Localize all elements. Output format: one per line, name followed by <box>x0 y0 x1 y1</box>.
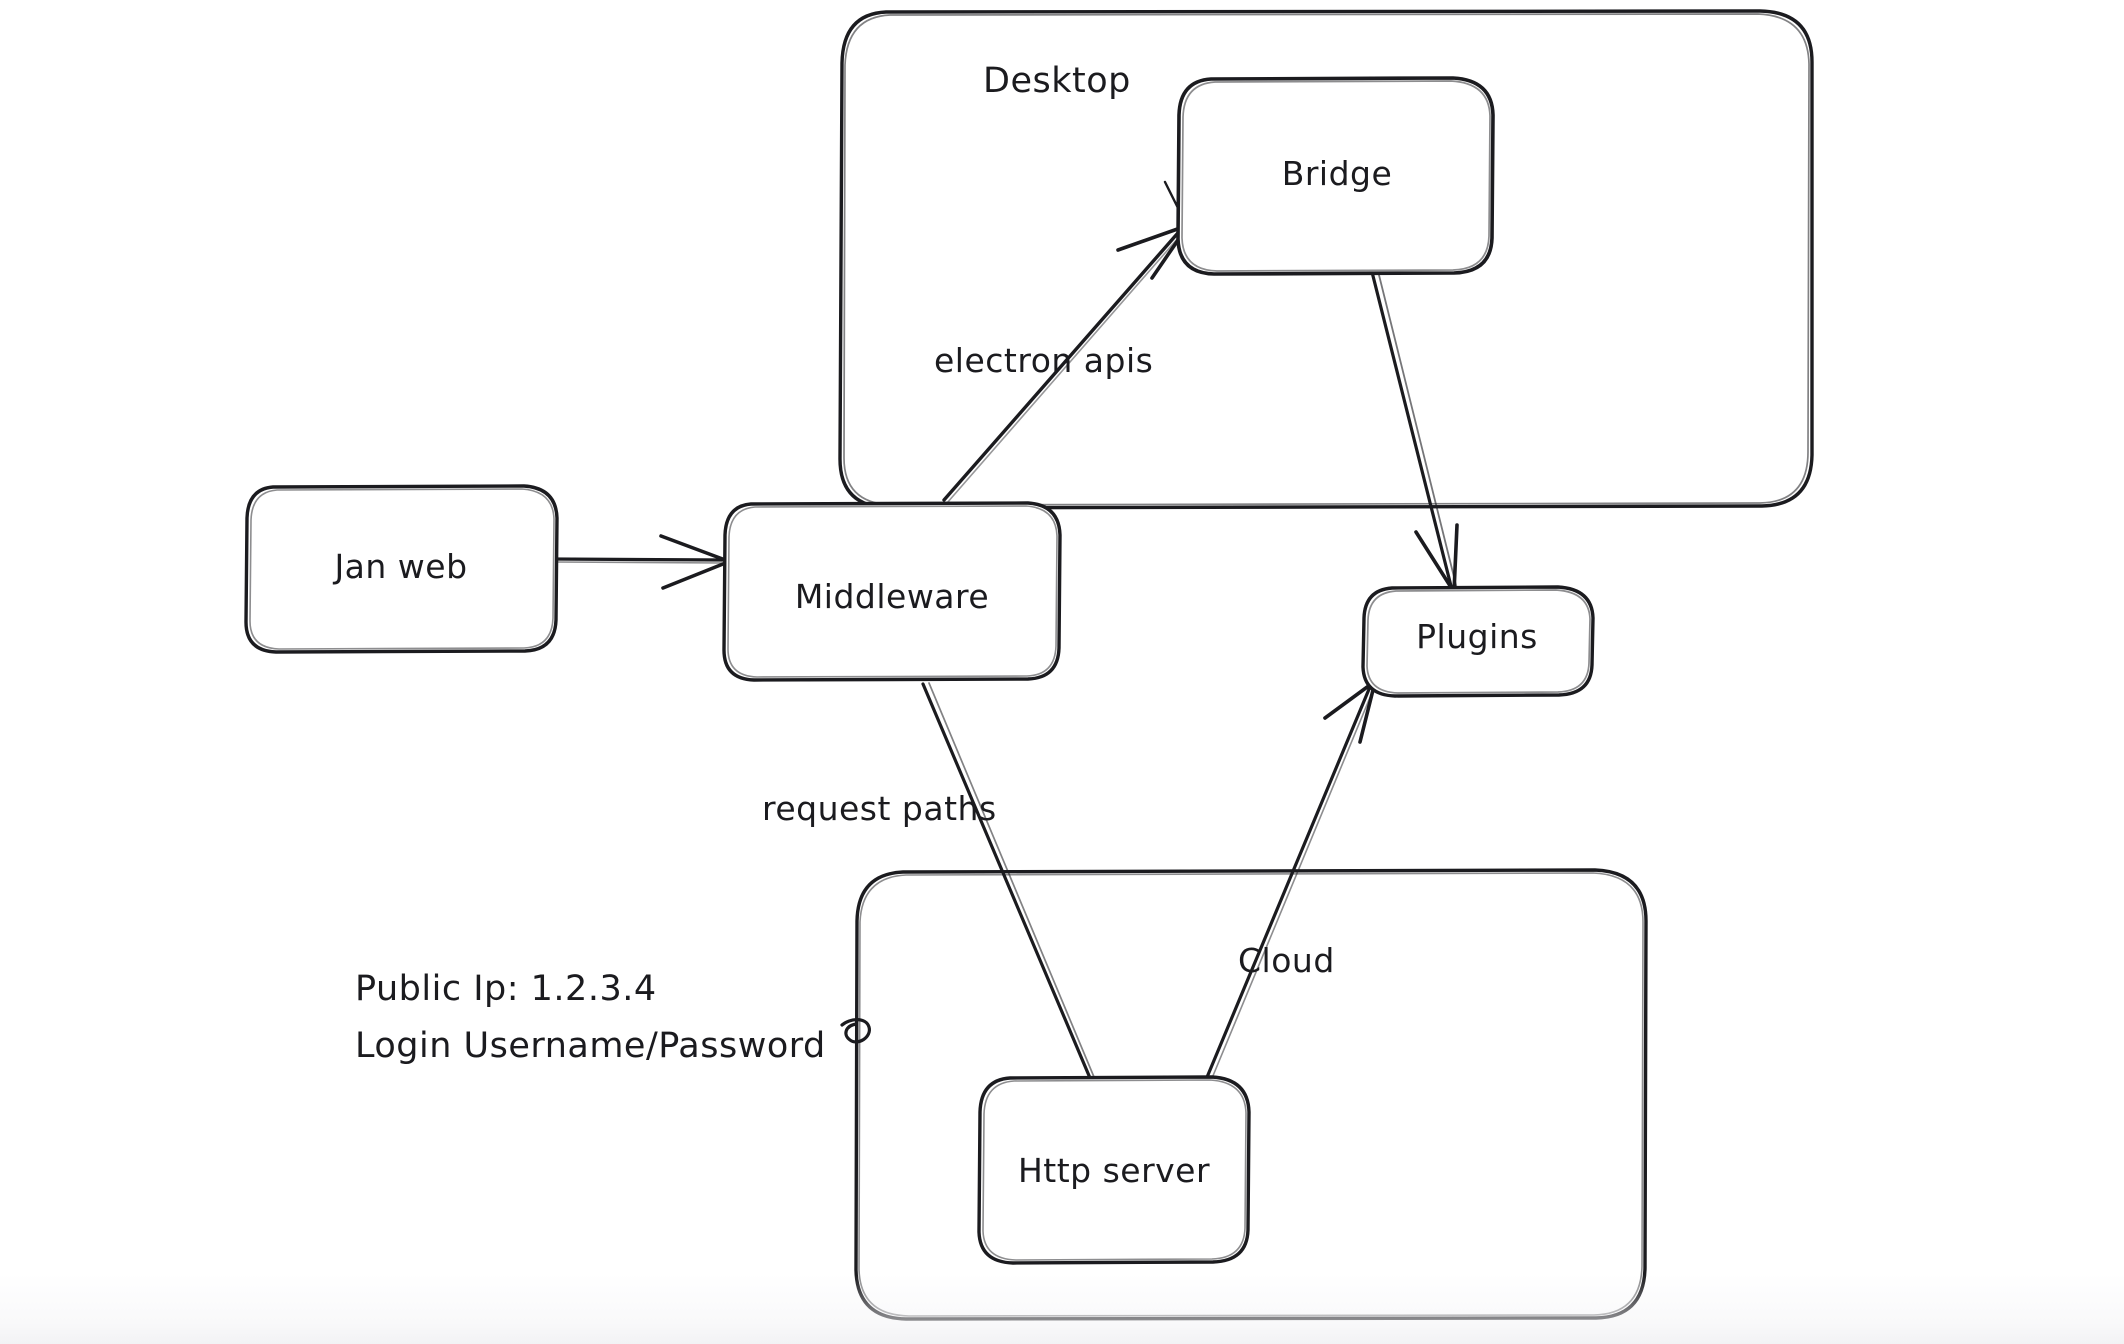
edge-label-cloud: Cloud <box>1238 941 1335 980</box>
node-bridge[interactable]: Bridge <box>1176 76 1495 276</box>
edge-janweb-to-middleware[interactable] <box>550 534 730 590</box>
node-http-server[interactable]: Http server <box>977 1075 1251 1265</box>
node-middleware[interactable]: Middleware <box>722 501 1062 682</box>
node-label-plugins: Plugins <box>1416 617 1538 656</box>
container-desktop[interactable] <box>838 9 1814 510</box>
note-public-ip: Public Ip: 1.2.3.4 <box>355 969 657 1009</box>
container-label-desktop: Desktop <box>983 61 1131 101</box>
node-label-bridge: Bridge <box>1282 154 1393 193</box>
node-label-http-server: Http server <box>1018 1151 1210 1190</box>
note-login-credentials: Login Username/Password <box>355 1026 826 1066</box>
edge-label-electron-apis: electron apis <box>934 341 1153 380</box>
edge-bridge-to-plugins[interactable] <box>1369 266 1459 594</box>
edge-middleware-to-httpserver[interactable] <box>921 682 1095 1080</box>
node-label-jan-web: Jan web <box>332 547 467 586</box>
edge-httpserver-to-plugins[interactable] <box>1203 680 1377 1084</box>
node-plugins[interactable]: Plugins <box>1361 585 1595 698</box>
node-label-middleware: Middleware <box>795 577 989 616</box>
edge-label-request-paths: request paths <box>762 789 997 828</box>
node-jan-web[interactable]: Jan web <box>244 484 559 654</box>
